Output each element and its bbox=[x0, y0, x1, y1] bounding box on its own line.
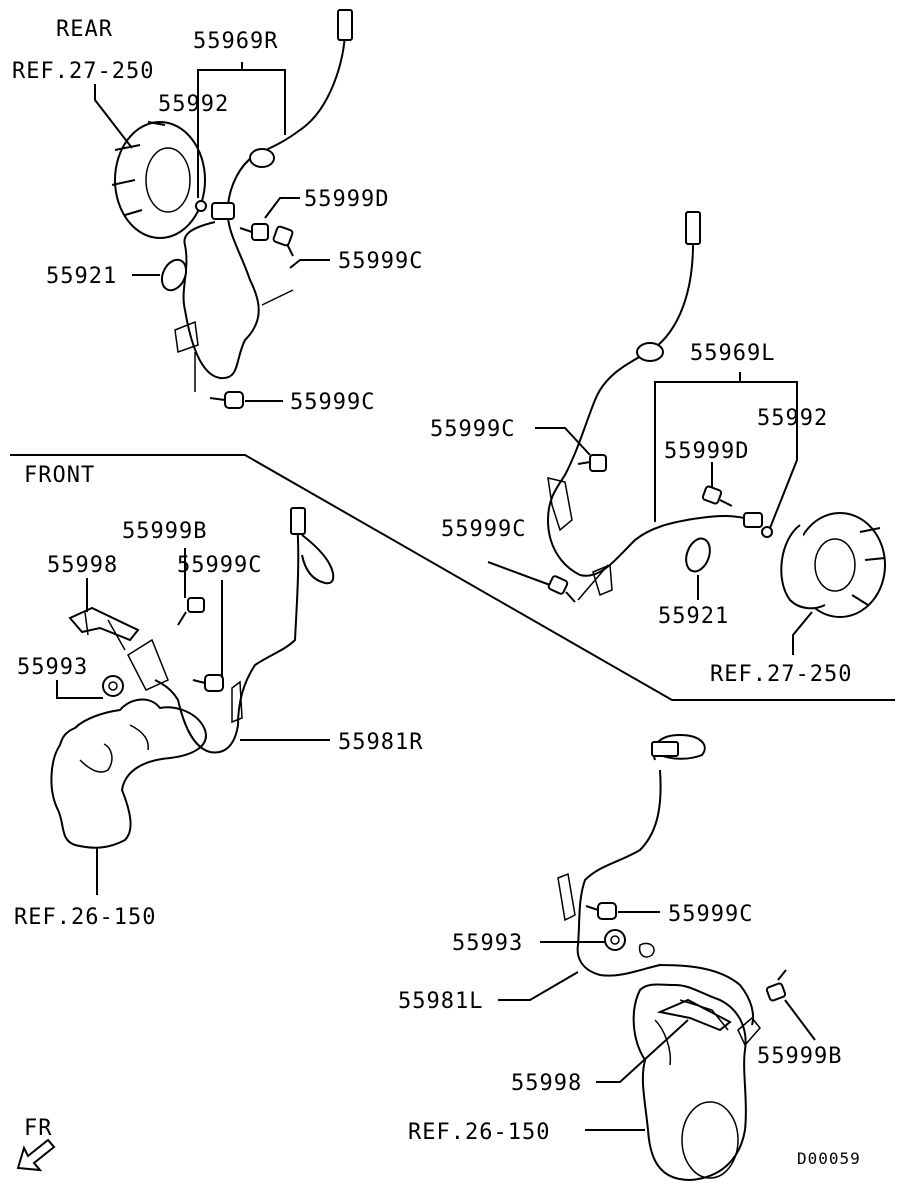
rear-bolt-c-lower bbox=[209, 391, 244, 409]
rr-bolt-d bbox=[701, 485, 733, 507]
rr-bracket-l bbox=[547, 477, 573, 532]
front-knuckle-l bbox=[632, 983, 747, 1182]
label-rear-harness-r: 55969R bbox=[193, 29, 278, 54]
leader-fr-55981l bbox=[498, 971, 579, 1001]
rear-grommet-clip-r bbox=[249, 148, 275, 168]
label-fr-bolt-c: 55999C bbox=[668, 902, 753, 927]
fr-nut bbox=[604, 929, 626, 951]
rear-wire-r bbox=[182, 29, 346, 380]
figure-code: D00059 bbox=[797, 1149, 861, 1168]
fr-bolt-b bbox=[765, 969, 787, 1002]
rr-bolt-c-a bbox=[577, 454, 607, 472]
front-wire-l bbox=[576, 769, 755, 1026]
label-rear-bolt-c-lower: 55999C bbox=[290, 390, 375, 415]
front-connector-l bbox=[651, 741, 679, 757]
label-rear-bolt-c-upper: 55999C bbox=[338, 249, 423, 274]
label-fr-bracket: 55998 bbox=[511, 1071, 582, 1096]
label-rear-clip-92: 55992 bbox=[158, 92, 229, 117]
section-divider bbox=[10, 454, 895, 701]
label-front-bracket: 55998 bbox=[47, 553, 118, 578]
rear-sensor-head-r bbox=[211, 202, 235, 220]
rear-left-assembly bbox=[487, 211, 886, 655]
rear-grommet-r bbox=[160, 258, 188, 292]
rear-connector-r bbox=[337, 9, 353, 41]
rear-hub-r bbox=[111, 121, 206, 239]
label-rear-bolt-d: 55999D bbox=[304, 187, 389, 212]
rr-wire-l bbox=[546, 243, 753, 577]
label-fr-bolt-b: 55999B bbox=[757, 1044, 842, 1069]
leader-rr-55999c-b bbox=[487, 561, 551, 586]
leader-fr-55999b bbox=[784, 999, 816, 1041]
front-bolt-c bbox=[192, 674, 224, 692]
rr-hub-l bbox=[780, 512, 886, 618]
direction-label: FR bbox=[24, 1116, 53, 1141]
leader-rr-ref bbox=[792, 611, 813, 655]
leader-rr-55969l bbox=[654, 381, 798, 529]
label-rr-bolt-c-b: 55999C bbox=[441, 517, 526, 542]
rr-connector-l bbox=[685, 211, 701, 245]
label-front-bolt-c: 55999C bbox=[177, 553, 262, 578]
leader-front-55993 bbox=[56, 680, 103, 699]
leader-rear-55999c-upper bbox=[289, 259, 330, 269]
front-knuckle-r bbox=[50, 698, 207, 849]
front-nut bbox=[102, 675, 124, 697]
section-title-rear: REAR bbox=[56, 17, 113, 42]
section-title-front: FRONT bbox=[24, 463, 95, 488]
label-rr-ref-hub: REF.27-250 bbox=[710, 662, 852, 687]
fr-bolt-c bbox=[585, 902, 617, 920]
rr-grommet-l bbox=[685, 537, 711, 573]
rr-bolt-c-b bbox=[547, 575, 576, 603]
direction-arrow-icon bbox=[16, 1138, 56, 1172]
label-front-sensor-r: 55981R bbox=[338, 730, 423, 755]
leader-rear-ref bbox=[94, 84, 133, 149]
rear-right-assembly bbox=[94, 9, 353, 409]
rear-bolt-c-upper bbox=[272, 225, 294, 257]
label-rr-bolt-c-a: 55999C bbox=[430, 417, 515, 442]
rear-bracket-r bbox=[174, 320, 199, 354]
front-connector-r bbox=[290, 507, 306, 535]
rear-oring-r bbox=[195, 200, 207, 212]
rr-oring-l bbox=[761, 526, 773, 538]
label-rear-ref-hub: REF.27-250 bbox=[12, 59, 154, 84]
label-rr-harness-l: 55969L bbox=[690, 341, 775, 366]
label-fr-ref-knuckle: REF.26-150 bbox=[408, 1120, 550, 1145]
label-front-bolt-b: 55999B bbox=[122, 519, 207, 544]
label-rear-grommet: 55921 bbox=[46, 264, 117, 289]
front-bracket-r bbox=[68, 606, 140, 642]
leader-fr-55998 bbox=[596, 1019, 689, 1083]
label-fr-sensor-l: 55981L bbox=[398, 989, 483, 1014]
rr-grommet-clip-l bbox=[636, 342, 664, 362]
rear-bolt-d bbox=[239, 223, 269, 241]
front-bolt-b bbox=[177, 597, 205, 626]
leader-rr-55999c-a bbox=[535, 427, 591, 456]
label-front-ref-knuckle: REF.26-150 bbox=[14, 905, 156, 930]
label-rr-clip-92: 55992 bbox=[757, 406, 828, 431]
label-rr-bolt-d: 55999D bbox=[664, 439, 749, 464]
front-right-assembly bbox=[50, 507, 335, 895]
front-wire-r bbox=[154, 519, 300, 754]
label-front-nut: 55993 bbox=[17, 655, 88, 680]
leader-rear-55999d bbox=[264, 197, 300, 219]
label-rr-grommet: 55921 bbox=[658, 604, 729, 629]
label-fr-nut: 55993 bbox=[452, 931, 523, 956]
front-left-assembly bbox=[498, 733, 816, 1182]
rr-sensor-head-l bbox=[743, 512, 763, 528]
